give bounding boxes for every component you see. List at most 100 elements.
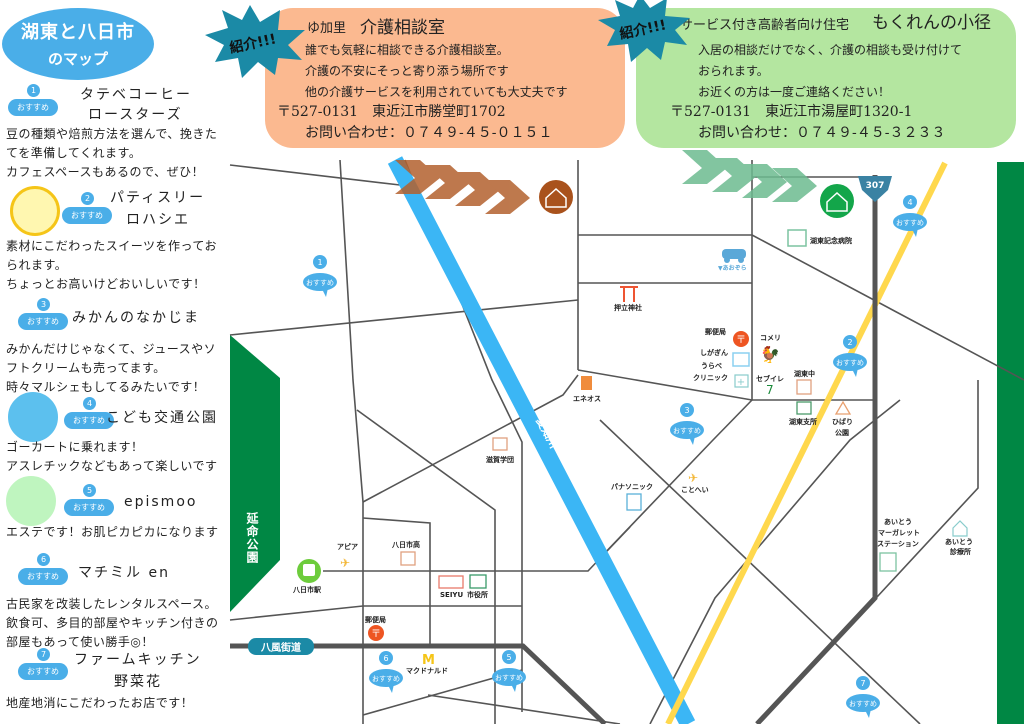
route-307 (755, 175, 878, 724)
marker-number: 3 (684, 406, 689, 415)
label-city-hall: 市役所 (467, 590, 488, 599)
bank-icon (732, 352, 750, 367)
badge-number: 4 (83, 397, 96, 410)
intro-burst-2: 紹介!!! (598, 0, 690, 62)
marker-number: 5 (506, 653, 511, 662)
spot-description: エステです！お肌ピカピカになります (6, 525, 219, 539)
bird-icon-appia: ✈ (340, 556, 350, 570)
spot-description: みかんだけじゃなくて、ジュースやソ (6, 342, 217, 356)
label-hibari: ひばり (832, 417, 853, 426)
label-shigagin: しがぎん (700, 348, 728, 357)
marker-number: 4 (907, 198, 912, 207)
callout-title: もくれんの小径 (872, 13, 991, 33)
map-recommend-marker-3[interactable]: 3 おすすめ (670, 403, 704, 445)
recommend-badge: 3 おすすめ (18, 298, 68, 332)
school-icon-shiga (492, 437, 508, 451)
shrine-icon (620, 286, 638, 302)
label-aito-clinic: あいとう (945, 537, 973, 546)
label-post1: 郵便局 (705, 327, 726, 336)
label-aozora: ▼あおぞら (718, 264, 747, 272)
callout-prefix: サービス付き高齢者向け住宅 (680, 18, 850, 33)
railway (665, 161, 948, 724)
svg-text:八風街道: 八風街道 (260, 641, 301, 654)
marker-number: 1 (317, 258, 322, 267)
spot-name: マチミル en (78, 565, 170, 581)
callout-line: 誰でも気軽に相談できる介護相談室。 (305, 43, 509, 57)
spot-description: られます。 (6, 258, 68, 272)
spot-name: タテベコーヒー (80, 87, 192, 103)
badge-label: おすすめ (18, 313, 68, 330)
recommend-badge: 7 おすすめ (18, 648, 68, 682)
spot-description: 素材にこだわったスイーツを作ってお (6, 239, 218, 253)
badge-label: おすすめ (64, 499, 114, 516)
spot-description: 古民家を改装したレンタルスペース。 (6, 597, 218, 611)
marker-number: 2 (847, 338, 852, 347)
callout-line: 介護の不安にそっと寄り添う場所です (305, 64, 509, 78)
spot-name: パティスリー (110, 190, 206, 206)
gas-station-icon (581, 376, 592, 390)
spot-description: アスレチックなどもあって楽しいです (6, 459, 218, 473)
callout-line: 他の介護サービスを利用されていても大丈夫です (305, 85, 568, 99)
car-icon (722, 249, 746, 263)
map-recommend-marker-2[interactable]: 2 おすすめ (833, 335, 867, 377)
badge-label: おすすめ (62, 207, 112, 224)
spot-description: 時々マルシェもしてるみたいです！ (6, 380, 206, 394)
avatar (8, 392, 58, 442)
label-panasonic: パナソニック (611, 482, 653, 491)
branch-office-icon (796, 401, 812, 415)
label-hospital: 湖東記念病院 (810, 236, 852, 245)
badge-number: 6 (37, 553, 50, 566)
callout-title: 介護相談室 (360, 18, 445, 38)
spot-description: フトクリームも売ってます。 (6, 361, 166, 375)
callout-contact: お問い合わせ：０７４９-４５-３２３３ (698, 125, 946, 141)
avatar (10, 186, 60, 236)
svg-text:〒: 〒 (371, 629, 381, 640)
marker-label: おすすめ (849, 700, 877, 708)
callout-line: お近くの方は一度ご連絡ください！ (698, 85, 891, 99)
intro-burst-1: 紹介!!! (205, 5, 305, 78)
label-aito-clinic2: 診療所 (950, 547, 971, 556)
spot-name: みかんのなかじま (72, 310, 200, 326)
label-kotobranch: 湖東支所 (789, 417, 817, 426)
spot-description: 豆の種類や焙煎方法を選んで、挽きた (6, 127, 218, 141)
label-aito: あいとう (884, 517, 912, 526)
callout-contact: お問い合わせ：０７４９-４５-０１５１ (305, 125, 553, 141)
recommend-badge: 6 おすすめ (18, 553, 68, 587)
train-icon (297, 559, 321, 583)
spot-description: ゴーカートに乗れます！ (6, 440, 144, 454)
badge-number: 2 (81, 192, 94, 205)
label-mcdonalds: マクドナルド (406, 666, 448, 675)
route-307-shield: 307 (858, 176, 892, 202)
callout-line: 入居の相談だけでなく、介護の相談も受け付けて (698, 43, 963, 57)
road-label: 八風街道 (248, 638, 314, 655)
map-title: 湖東と八日市 のマップ (2, 8, 154, 80)
label-urabe: うらべ (701, 361, 722, 370)
spot-name: ロースターズ (88, 107, 183, 123)
spot-name: ファームキッチン (74, 652, 202, 668)
park-label: 延命公園 (245, 512, 259, 564)
green-band (997, 162, 1024, 724)
rooster-icon: 🐓 (760, 345, 780, 364)
city-hall-icon (469, 574, 487, 589)
label-urabe-clinic: クリニック (693, 373, 728, 382)
park-area (230, 335, 280, 612)
callout-mokuren (636, 8, 1016, 148)
svg-text:+: + (737, 377, 745, 388)
badge-number: 7 (37, 648, 50, 661)
label-shrine: 押立神社 (614, 303, 642, 312)
label-komeri: コメリ (760, 334, 781, 342)
seven-icon: 7 (766, 383, 774, 397)
title-line2: のマップ (47, 50, 108, 68)
label-station: 八日市駅 (292, 585, 322, 594)
marker-label: おすすめ (673, 427, 701, 435)
marker-label: おすすめ (836, 359, 864, 367)
school-icon (796, 379, 812, 395)
hachiman-road (230, 643, 607, 724)
label-appia: アピア (337, 542, 358, 551)
